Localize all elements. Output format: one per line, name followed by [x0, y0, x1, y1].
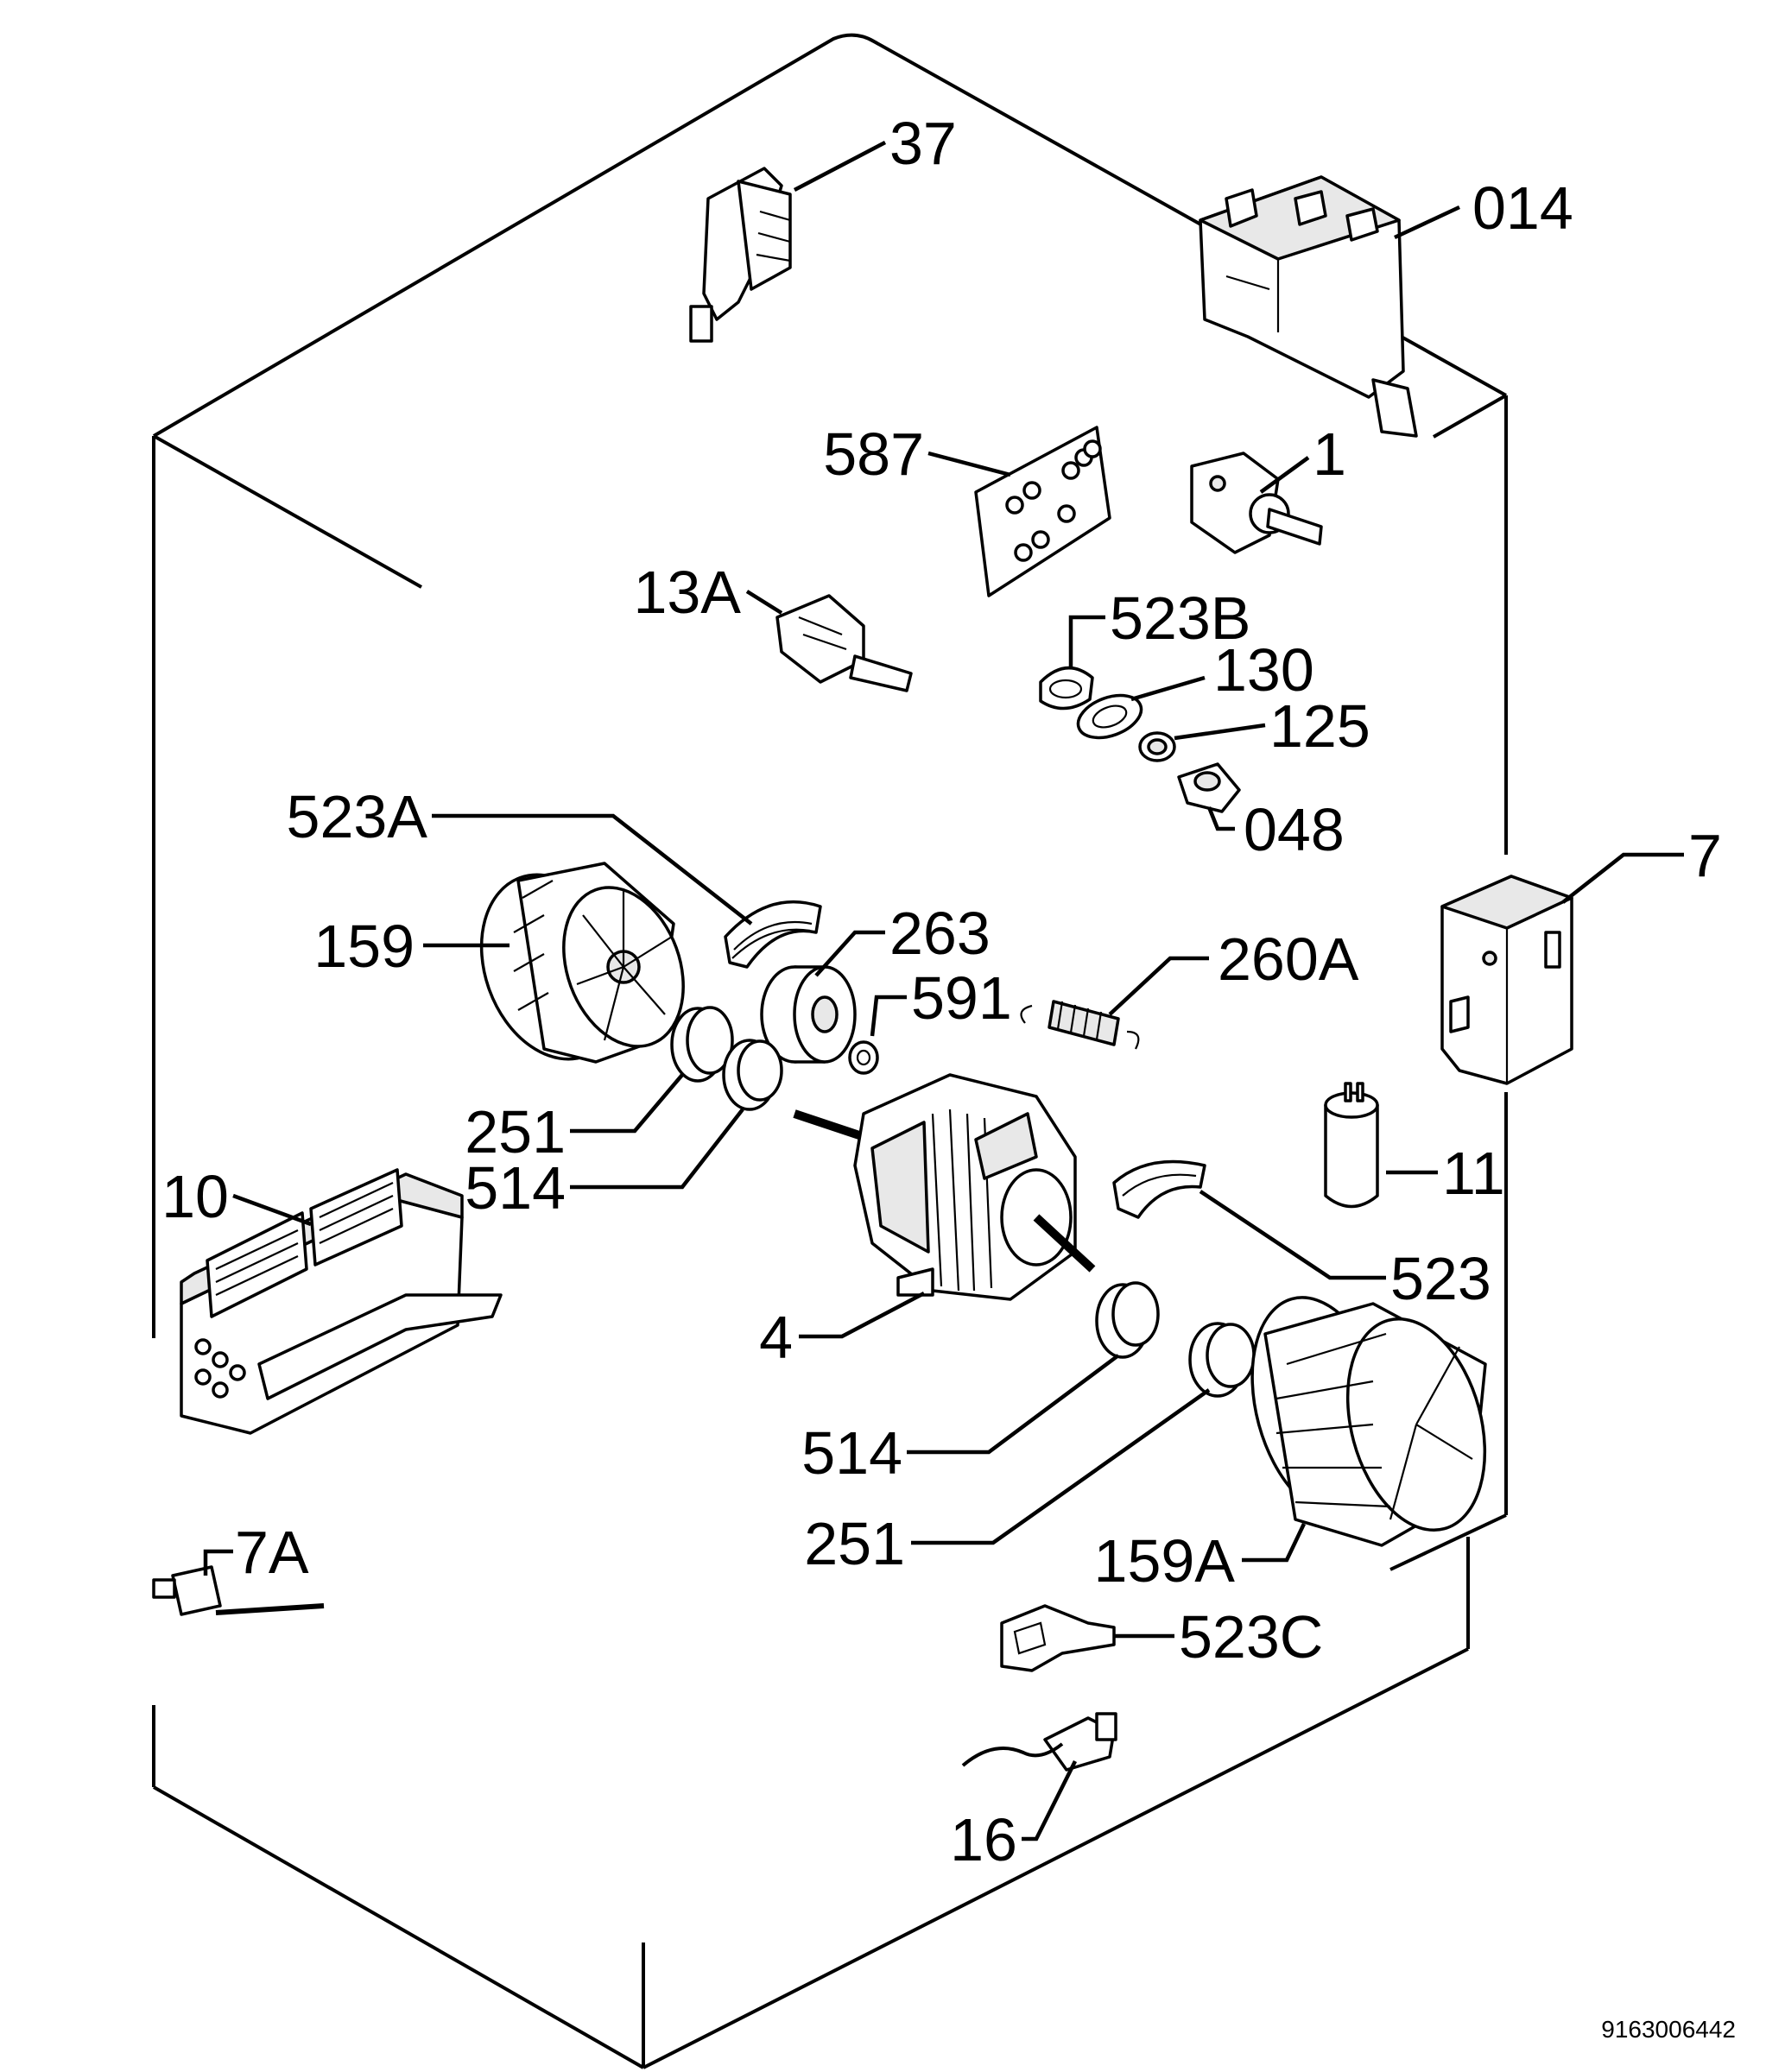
cabinet-outline: [152, 33, 1508, 2069]
label-014: 014: [1472, 174, 1573, 242]
label-587: 587: [823, 420, 924, 488]
part-37-bracket: [689, 167, 792, 343]
part-159A-front-fan: [1250, 1296, 1487, 1547]
label-523A: 523A: [287, 783, 428, 850]
label-523B: 523B: [1110, 584, 1250, 652]
label-7: 7: [1688, 822, 1722, 889]
part-514-bushing-upper: [722, 1039, 783, 1111]
label-263: 263: [889, 900, 991, 967]
label-048: 048: [1244, 796, 1345, 863]
part-125-sleeve: [1138, 731, 1176, 762]
part-251-bushing-lower: [1188, 1322, 1256, 1398]
label-251-lower: 251: [804, 1510, 905, 1577]
part-591-washer: [848, 1040, 879, 1075]
label-514-upper: 514: [465, 1154, 566, 1222]
label-4: 4: [759, 1304, 793, 1371]
label-13A: 13A: [633, 559, 741, 626]
part-251-bushing-upper: [670, 1006, 734, 1083]
part-523-clamp: [1112, 1159, 1206, 1219]
label-523: 523: [1390, 1245, 1491, 1312]
label-159: 159: [313, 913, 415, 980]
label-130: 130: [1213, 636, 1314, 704]
label-591: 591: [911, 964, 1012, 1032]
part-048-thermostat: [1177, 762, 1241, 813]
label-125: 125: [1269, 692, 1370, 760]
label-514-lower: 514: [801, 1419, 902, 1487]
part-10-heater: [180, 1168, 503, 1435]
part-263-pulley: [760, 965, 857, 1064]
label-16: 16: [950, 1806, 1017, 1873]
part-7-door-lock: [1440, 875, 1573, 1085]
label-11: 11: [1442, 1140, 1505, 1207]
part-16-switch: [961, 1712, 1117, 1772]
label-260A: 260A: [1218, 925, 1359, 993]
label-1: 1: [1313, 420, 1346, 488]
part-523B-clip: [1039, 666, 1094, 711]
part-260A-spring: [1020, 1000, 1140, 1050]
part-514-bushing-lower: [1095, 1281, 1160, 1359]
part-130-ring: [1076, 693, 1143, 740]
part-523C-bracket: [1000, 1604, 1116, 1672]
part-11-capacitor: [1324, 1082, 1379, 1209]
part-7A-microswitch: [152, 1565, 325, 1616]
label-7A: 7A: [235, 1519, 309, 1586]
label-37: 37: [889, 110, 957, 177]
reference-number: 9163006442: [1601, 2016, 1736, 2043]
label-251-upper: 251: [465, 1098, 566, 1166]
part-13A-connector: [775, 594, 913, 692]
part-014-housing: [1199, 175, 1418, 438]
label-159A: 159A: [1094, 1527, 1236, 1595]
part-4-motor: [793, 1073, 1096, 1301]
part-523A-clamp: [724, 900, 822, 969]
leader-lines: [203, 141, 1684, 1841]
part-159-rear-fan: [479, 862, 685, 1064]
label-10: 10: [161, 1163, 229, 1230]
label-523C: 523C: [1179, 1603, 1323, 1671]
part-587-pcb: [974, 426, 1111, 597]
part-1-switch: [1190, 452, 1323, 554]
part-labels: 37 014 587 1 13A 523B 130 125 048 523A 7…: [161, 110, 1722, 1873]
